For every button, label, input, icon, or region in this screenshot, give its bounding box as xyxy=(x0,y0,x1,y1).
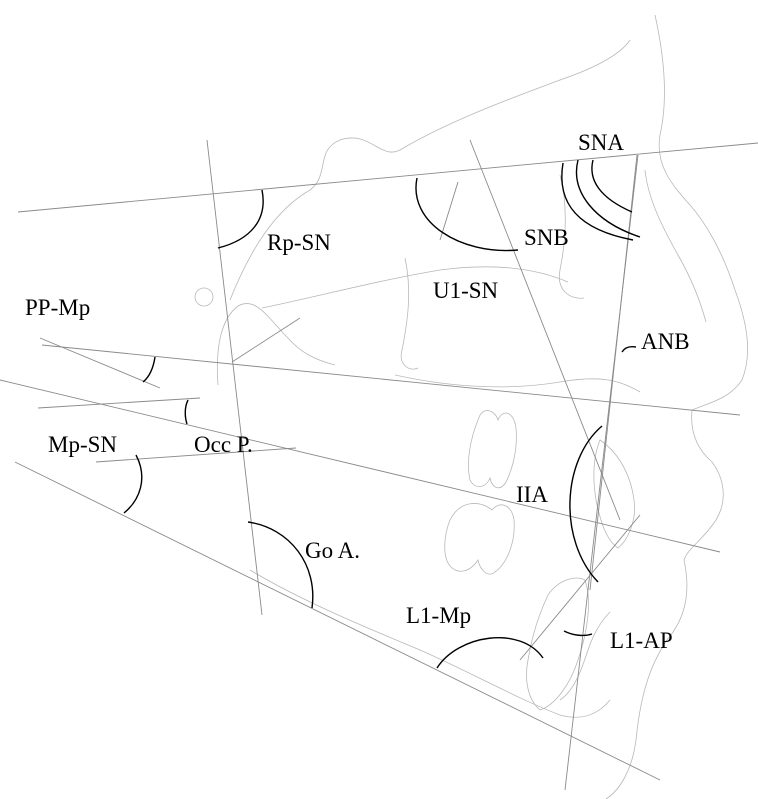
sn-line xyxy=(17,142,758,213)
label-u1-sn: U1-SN xyxy=(433,278,499,303)
upper-incisor-axis-line xyxy=(469,139,621,521)
occ-mp-connector-line xyxy=(95,447,297,463)
angle-labels: SNA SNB Rp-SN U1-SN PP-Mp ANB Occ P. Mp-… xyxy=(25,130,690,653)
lower-molar xyxy=(444,503,515,575)
mandible-ramus xyxy=(216,303,336,386)
nasal-contour xyxy=(644,169,707,323)
pp-mp-arc xyxy=(142,356,156,383)
pp-mp-connector-line xyxy=(39,337,161,389)
anb-arc xyxy=(621,345,637,353)
upper-incisor xyxy=(593,439,635,549)
mandibular-plane-line xyxy=(14,461,661,781)
label-l1-ap: L1-AP xyxy=(610,628,673,653)
na-line xyxy=(589,154,638,591)
snb-arc xyxy=(561,162,634,241)
ear-rod-marker xyxy=(194,287,214,307)
palatal-plane-line xyxy=(41,344,741,416)
label-rp-sn: Rp-SN xyxy=(267,230,331,255)
label-snb: SNB xyxy=(524,225,569,250)
label-occ-p: Occ P. xyxy=(194,432,253,457)
label-sna: SNA xyxy=(578,130,624,155)
upper-molar xyxy=(468,410,517,489)
occlusal-plane-extension-line xyxy=(37,397,201,409)
label-l1-mp: L1-Mp xyxy=(406,603,471,628)
reference-lines xyxy=(0,139,758,791)
maxilla-contour xyxy=(261,266,569,309)
cranial-base-contour xyxy=(400,257,419,370)
s-point-ray-line xyxy=(231,317,301,363)
rp-sn-arc xyxy=(217,189,264,249)
palate-contour xyxy=(394,374,641,393)
label-pp-mp: PP-Mp xyxy=(25,295,90,320)
label-mp-sn: Mp-SN xyxy=(48,432,117,457)
ramus-plane-line xyxy=(206,139,263,616)
lower-incisor xyxy=(526,577,589,711)
u1-sn-ray-line xyxy=(439,181,459,241)
lower-lip-contour xyxy=(559,611,611,701)
label-go-a: Go A. xyxy=(305,538,360,563)
go-a-arc xyxy=(247,521,314,609)
label-anb: ANB xyxy=(641,329,690,354)
occlusal-plane-line xyxy=(0,379,721,553)
u1-sn-arc xyxy=(415,177,519,252)
sna-arc xyxy=(591,159,633,213)
label-iia: IIA xyxy=(516,482,548,507)
sna-outer-arc xyxy=(575,159,641,238)
l1-ap-arc xyxy=(563,630,593,637)
lower-incisor-axis-line xyxy=(519,514,641,661)
mandible-body xyxy=(249,569,611,718)
mp-sn-arc xyxy=(123,454,143,514)
skull-outline xyxy=(229,39,631,301)
anatomical-tracing xyxy=(194,14,748,799)
occ-p-arc xyxy=(184,399,189,425)
soft-tissue-profile xyxy=(605,14,748,799)
l1-mp-arc xyxy=(436,637,544,669)
orbit-contour xyxy=(558,174,585,299)
angle-arcs xyxy=(123,159,641,669)
iia-arc xyxy=(569,425,603,583)
